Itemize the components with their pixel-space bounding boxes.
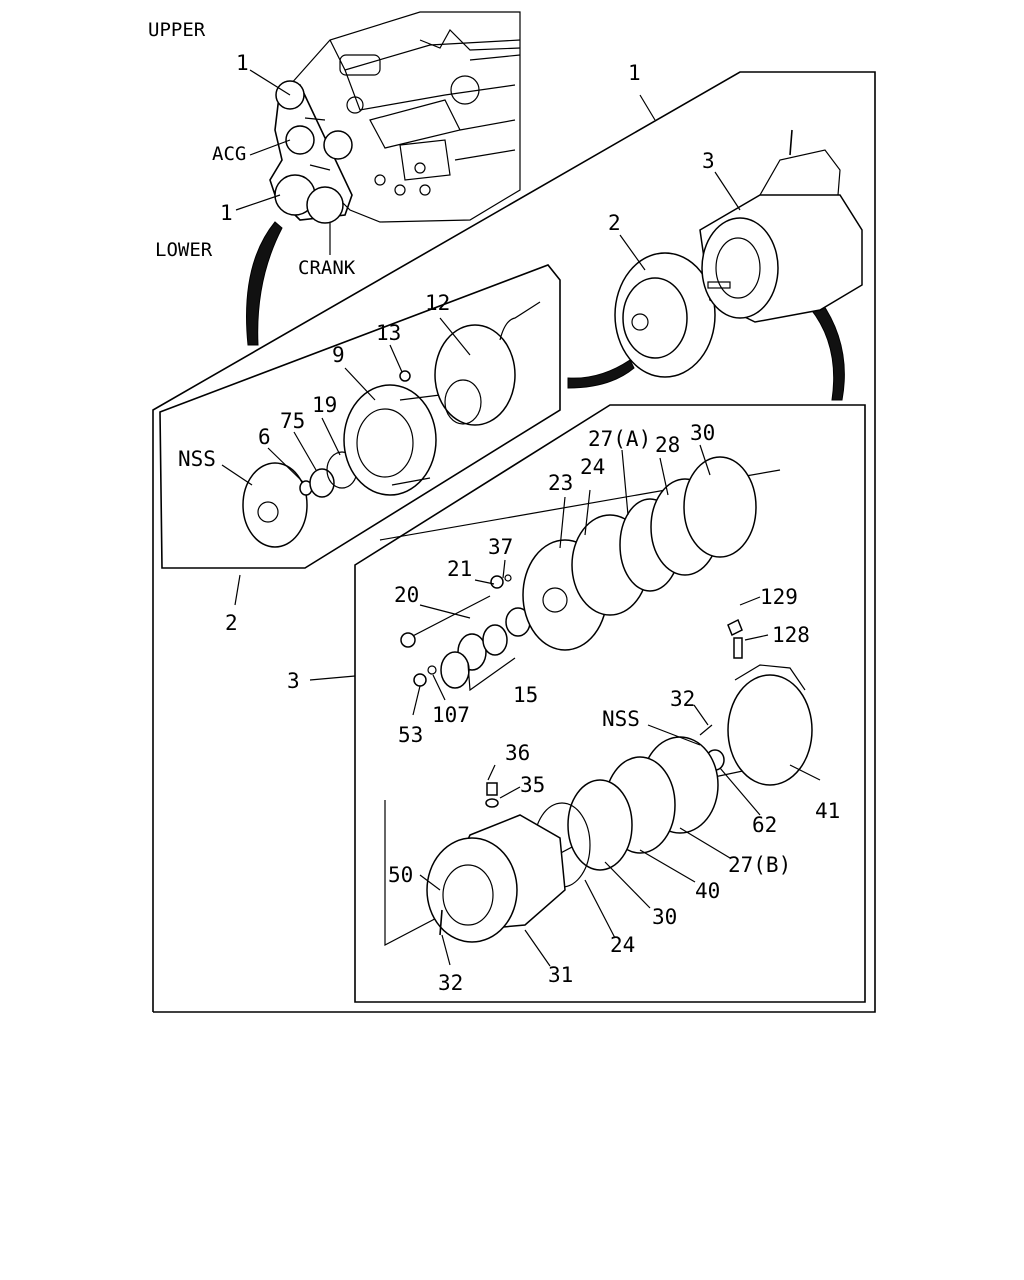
label-part-32-top: 32: [670, 687, 695, 711]
label-part-53: 53: [398, 723, 423, 747]
label-part-50: 50: [388, 863, 413, 887]
label-belt-lower: 1: [220, 201, 233, 225]
arrow-engine-to-clutch: [246, 221, 283, 346]
label-part-32-bottom: 32: [438, 971, 463, 995]
arrow-compressor-to-parts: [809, 299, 845, 401]
label-crank: CRANK: [298, 257, 356, 279]
belt-and-pulleys: [269, 80, 353, 224]
label-lower: LOWER: [155, 239, 213, 261]
label-part-37: 37: [488, 535, 513, 559]
label-part-36: 36: [505, 741, 530, 765]
compressor-rear-parts-drawing: [426, 618, 813, 943]
label-part-21: 21: [447, 557, 472, 581]
label-part-24-bottom: 24: [610, 933, 635, 957]
label-part-12: 12: [425, 291, 450, 315]
engine-block: [289, 11, 521, 223]
compressor-front-parts-drawing: [400, 456, 757, 689]
label-part-15: 15: [513, 683, 538, 707]
label-belt-upper: 1: [236, 51, 249, 75]
label-acg: ACG: [212, 143, 246, 165]
compressor-assembly-drawing: [614, 129, 863, 378]
label-upper: UPPER: [148, 19, 206, 41]
label-part-41: 41: [815, 799, 840, 823]
label-part-20: 20: [394, 583, 419, 607]
label-assy-2-box: 2: [225, 611, 238, 635]
label-part-129: 129: [760, 585, 798, 609]
label-part-128: 128: [772, 623, 810, 647]
label-part-27a: 27(A): [588, 427, 651, 451]
label-part-30-top: 30: [690, 421, 715, 445]
label-part-6: 6: [258, 425, 271, 449]
label-assy-2: 2: [608, 211, 621, 235]
label-assy-1: 1: [628, 61, 641, 85]
clutch-box: [159, 264, 561, 569]
label-nss-rear: NSS: [602, 707, 640, 731]
leader-lines: [221, 69, 821, 967]
compressor-box: [354, 404, 866, 1003]
assembly-frame-outer: [152, 71, 876, 1013]
label-part-107: 107: [432, 703, 470, 727]
label-part-30-bottom: 30: [652, 905, 677, 929]
label-part-19: 19: [312, 393, 337, 417]
label-part-24-top: 24: [580, 455, 605, 479]
label-part-62: 62: [752, 813, 777, 837]
label-part-31: 31: [548, 963, 573, 987]
clutch-parts-drawing: [242, 301, 541, 548]
label-part-75: 75: [280, 409, 305, 433]
label-nss-clutch: NSS: [178, 447, 216, 471]
label-assy-3-box: 3: [287, 669, 300, 693]
label-part-27b: 27(B): [728, 853, 791, 877]
label-assy-3: 3: [702, 149, 715, 173]
label-part-28: 28: [655, 433, 680, 457]
label-part-13: 13: [376, 321, 401, 345]
arrow-pulley-to-clutch: [567, 359, 635, 389]
label-part-40: 40: [695, 879, 720, 903]
label-part-35: 35: [520, 773, 545, 797]
label-part-9: 9: [332, 343, 345, 367]
label-part-23: 23: [548, 471, 573, 495]
